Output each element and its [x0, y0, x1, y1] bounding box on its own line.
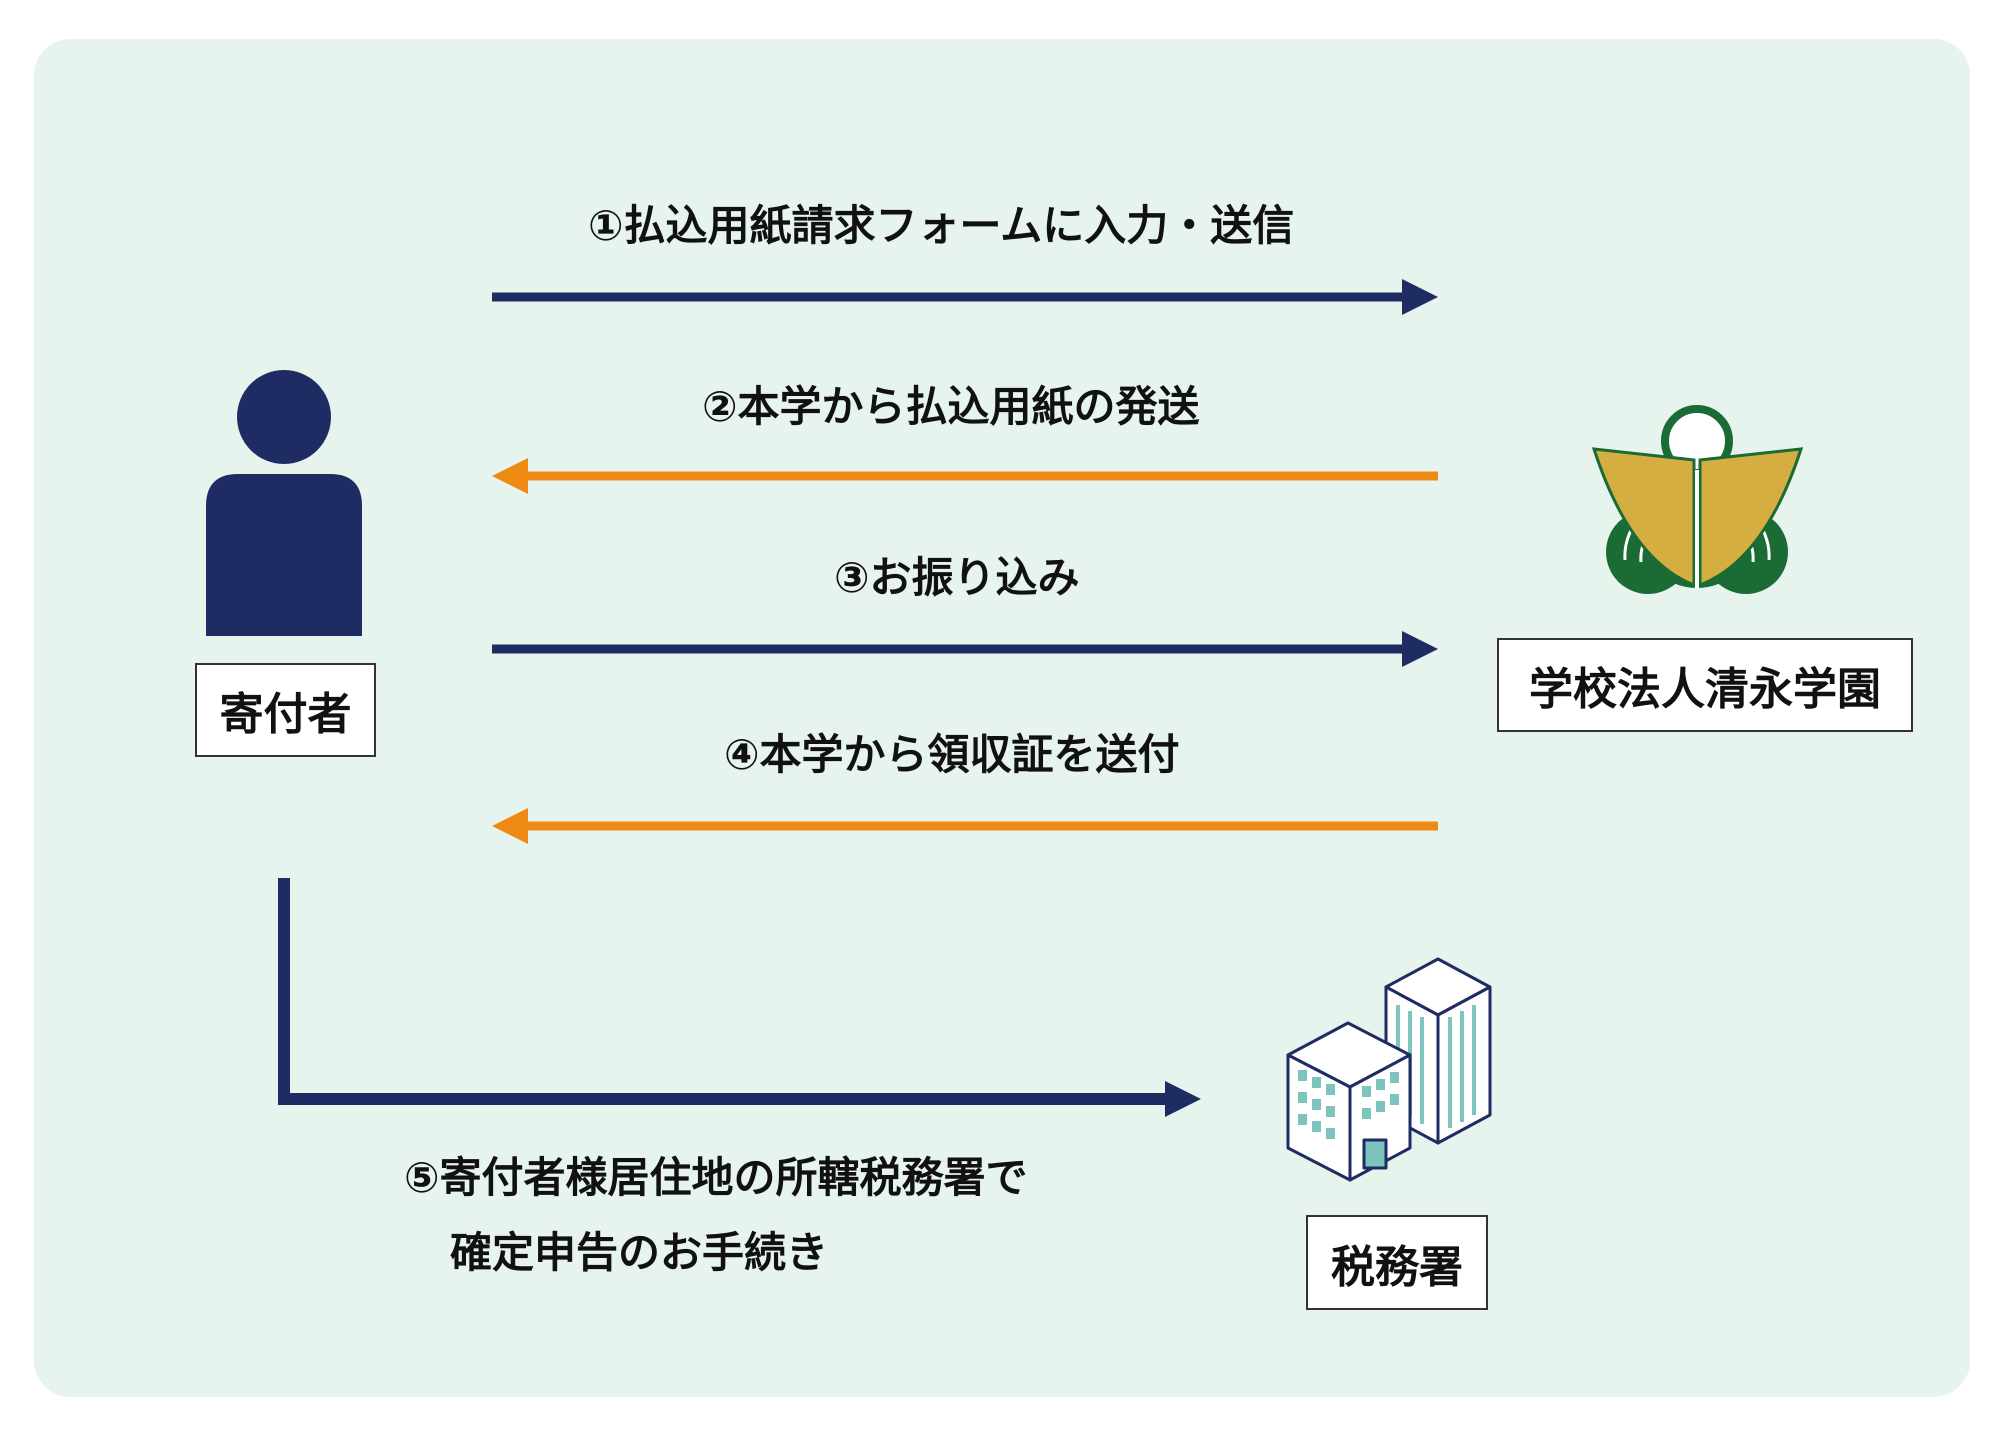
person-icon — [206, 370, 362, 636]
step-3-label: ③お振り込み — [834, 553, 1080, 602]
school-label: 学校法人清永学園 — [1529, 664, 1881, 715]
tax-office-label-box: 税務署 — [1306, 1215, 1488, 1310]
step-5-label-line-2: 確定申告のお手続き — [450, 1228, 829, 1277]
arrow-step-5 — [278, 878, 1201, 1117]
arrow-step-4 — [492, 808, 1438, 844]
step-5-label-line-1: ⑤寄付者様居住地の所轄税務署で — [404, 1153, 1028, 1202]
step-2-label: ②本学から払込用紙の発送 — [702, 382, 1200, 431]
tax-office-label: 税務署 — [1331, 1241, 1463, 1293]
school-logo-icon — [1591, 405, 1804, 594]
school-label-box: 学校法人清永学園 — [1497, 638, 1913, 732]
building-icon — [1286, 957, 1492, 1182]
donor-label-box: 寄付者 — [195, 663, 376, 757]
donor-label: 寄付者 — [219, 689, 352, 740]
arrow-step-1 — [492, 279, 1438, 315]
arrow-step-3 — [492, 631, 1438, 667]
step-1-label: ①払込用紙請求フォームに入力・送信 — [588, 201, 1295, 250]
arrow-step-2 — [492, 458, 1438, 494]
step-4-label: ④本学から領収証を送付 — [724, 730, 1180, 779]
